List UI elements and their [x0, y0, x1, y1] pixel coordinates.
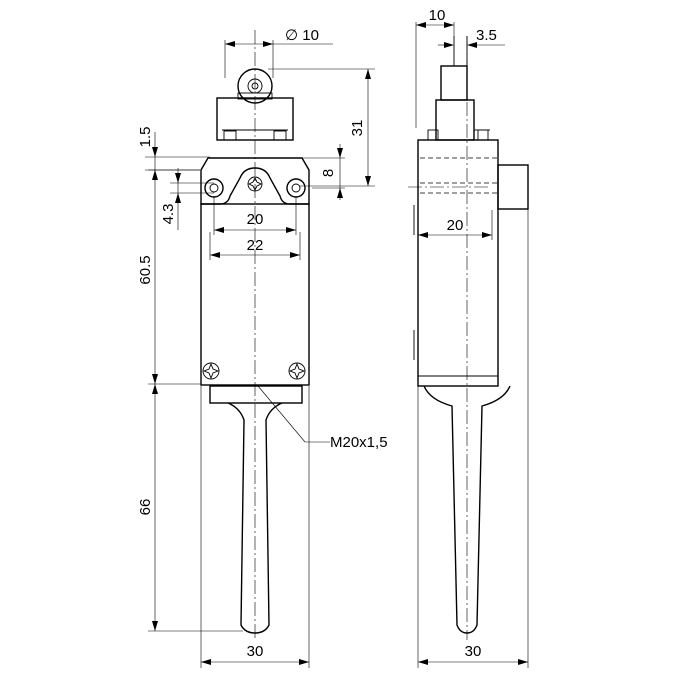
- dim-hole-spacing: 20: [213, 197, 297, 235]
- dim-head-height: 31: [268, 68, 375, 187]
- dim-flange: 1.5: [137, 127, 210, 180]
- dim-depth: 20: [418, 210, 493, 240]
- dim-hole-dia-value: 4.3: [160, 204, 177, 225]
- dim-total-width-front: 30: [200, 386, 310, 668]
- body-screw-left-icon: [202, 362, 220, 380]
- side-body: [413, 139, 529, 387]
- dim-total-width-side: 30: [417, 209, 529, 668]
- side-head: [427, 36, 490, 141]
- dim-diameter-value: 10: [302, 27, 319, 44]
- dim-head-width-value: 10: [429, 7, 446, 24]
- thread-leader: M20x1,5: [257, 385, 388, 451]
- front-view: ∅ 10 31 8 1.5: [137, 27, 388, 668]
- dim-total-width-side-value: 30: [465, 643, 482, 660]
- dim-hole-dia: 4.3: [160, 168, 214, 230]
- dim-lever-length-value: 66: [137, 499, 154, 516]
- dim-head-width: 10: [415, 7, 455, 128]
- dim-flange-value: 1.5: [137, 127, 154, 148]
- dim-hole-spacing-value: 20: [247, 211, 264, 228]
- dim-hole-offset-value: 8: [320, 169, 337, 177]
- dim-width: 22: [209, 232, 301, 260]
- dim-hole-offset: 8: [270, 144, 345, 200]
- dim-lever-length: 66: [137, 384, 243, 632]
- dim-diameter: ∅ 10: [224, 27, 333, 78]
- dim-shaft: 3.5: [438, 27, 505, 48]
- thread-label: M20x1,5: [330, 434, 388, 451]
- dim-body-height: 60.5: [137, 169, 201, 385]
- diameter-symbol: ∅: [285, 27, 298, 44]
- mounting-hole-left: [204, 178, 224, 198]
- dim-body-height-value: 60.5: [137, 255, 154, 284]
- roller-head: [216, 68, 294, 141]
- side-cable-gland: [423, 385, 511, 634]
- dim-total-width-front-value: 30: [247, 643, 264, 660]
- roller-icon: [237, 68, 273, 104]
- mounting-hole-right: [286, 178, 306, 198]
- cable-gland: [209, 385, 303, 634]
- dim-depth-value: 20: [447, 217, 464, 234]
- body-screw-right-icon: [288, 362, 306, 380]
- svg-text:∅ 10: ∅ 10: [285, 27, 319, 44]
- side-cover: [497, 164, 529, 210]
- dim-shaft-value: 3.5: [476, 27, 497, 44]
- switch-body: [200, 203, 310, 386]
- side-view: 10 3.5 20 30: [408, 7, 529, 668]
- dim-width-value: 22: [247, 237, 264, 254]
- dim-head-height-value: 31: [349, 120, 366, 137]
